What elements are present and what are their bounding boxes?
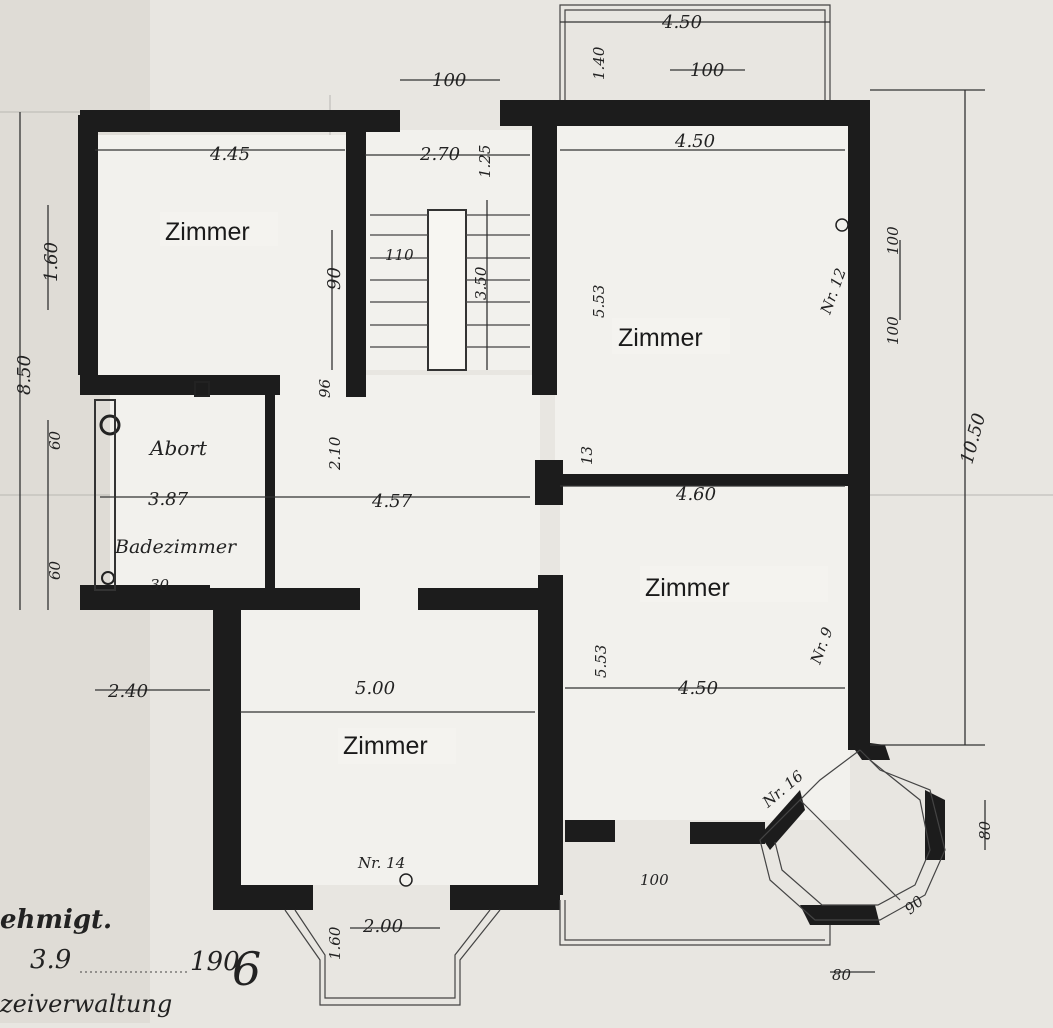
dim-1-25: 1.25	[476, 145, 494, 178]
room-label-zimmer-top-left: Zimmer	[165, 218, 250, 246]
dim-2-10: 2.10	[326, 436, 344, 471]
dim-1-40: 1.40	[590, 46, 608, 80]
dim-60-left: 60	[46, 430, 64, 450]
stamp-year-digit: 6	[232, 942, 261, 996]
room-label-abort: Abort	[148, 436, 208, 460]
staircase	[370, 209, 530, 371]
room-label-zimmer-bottom: Zimmer	[343, 732, 428, 760]
dim-1-60-bottom: 1.60	[326, 926, 344, 960]
dim-4-50-top: 4.50	[661, 12, 702, 33]
dimension-lines	[19, 21, 986, 973]
dim-13: 13	[578, 446, 596, 465]
dim-110: 110	[385, 246, 414, 264]
stamp-genehmigt: ehmigt.	[0, 905, 112, 935]
dim-2-70: 2.70	[419, 144, 460, 165]
dim-100-bottom: 100	[640, 871, 669, 889]
dim-100-right-b: 100	[884, 316, 902, 345]
dim-1-60: 1.60	[41, 242, 62, 282]
bay-window-outline	[759, 749, 946, 921]
dim-90: 90	[324, 267, 345, 290]
dim-30: 30	[150, 576, 170, 594]
room-label-zimmer-mid-right: Zimmer	[645, 574, 730, 602]
dim-80-right: 80	[976, 820, 994, 840]
approval-stamp: ehmigt. 3.9 190 6 zeiverwaltung	[0, 905, 261, 1018]
dim-100-right-a: 100	[884, 226, 902, 255]
walls	[78, 100, 945, 925]
bath-fixtures	[94, 381, 210, 591]
dim-100-b: 100	[690, 60, 724, 81]
dim-100-a: 100	[432, 70, 466, 91]
dim-4-45: 4.45	[209, 144, 250, 165]
stamp-day: 3.9	[30, 945, 71, 975]
dim-4-50-bottom: 4.50	[677, 678, 718, 699]
room-label-badezimmer: Badezimmer	[114, 536, 238, 558]
stamp-office: zeiverwaltung	[0, 990, 172, 1018]
dim-96: 96	[316, 378, 334, 398]
dimension-labels: 4.50 1.40 100 100 4.45 2.70 1.25 4.50 1.…	[14, 12, 994, 984]
window-mark-nr14: Nr. 14	[357, 854, 405, 872]
dim-3-87: 3.87	[148, 489, 189, 510]
room-label-zimmer-top-right: Zimmer	[618, 324, 703, 352]
balcony-outlines	[284, 4, 831, 1006]
dim-5-53-top: 5.53	[590, 285, 608, 318]
dim-2-00: 2.00	[362, 916, 403, 937]
dim-3-50: 3.50	[472, 266, 490, 300]
dim-4-60: 4.60	[675, 484, 716, 505]
dim-8-50: 8.50	[14, 355, 35, 395]
stamp-year-prefix: 190	[190, 947, 240, 977]
dim-80-bottom: 80	[832, 966, 852, 984]
dim-5-53-bottom: 5.53	[592, 645, 610, 678]
dim-60-bottom: 60	[46, 560, 64, 580]
room-labels: Zimmer Zimmer Zimmer Zimmer Abort Badezi…	[114, 212, 828, 764]
dim-4-50-room: 4.50	[674, 131, 715, 152]
room-floors	[95, 125, 850, 885]
dim-4-57: 4.57	[371, 491, 413, 512]
dim-2-40: 2.40	[107, 681, 148, 702]
dim-5-00: 5.00	[355, 678, 395, 699]
